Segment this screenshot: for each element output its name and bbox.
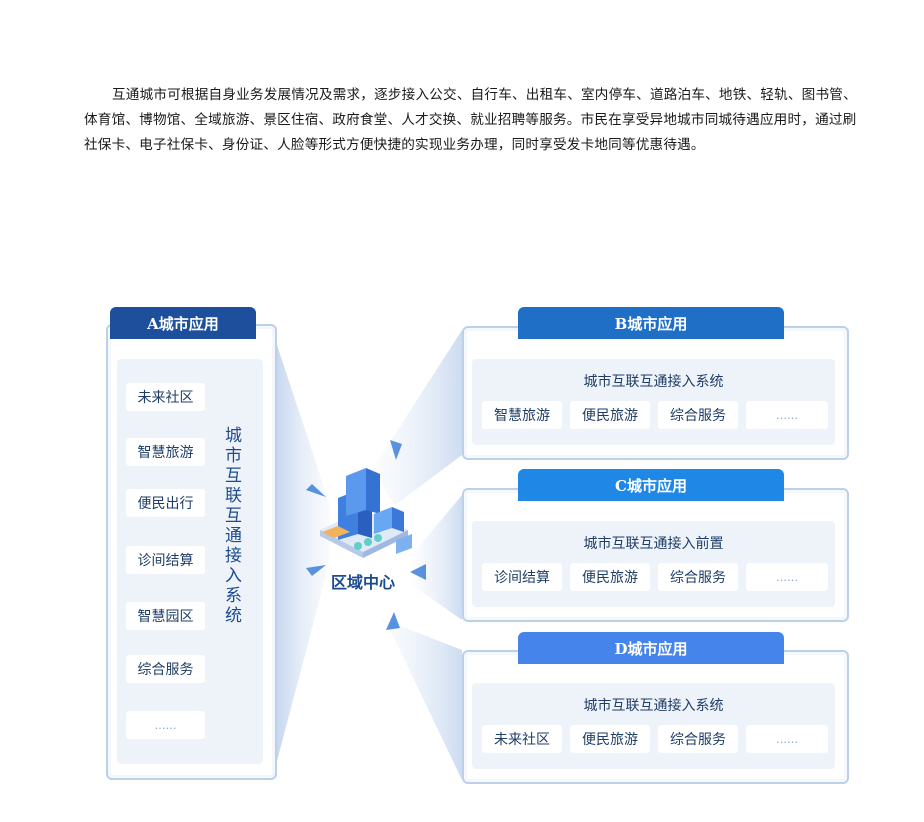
list-item: 便民旅游 [570, 563, 650, 591]
fan-c [412, 495, 462, 620]
building-icon [320, 468, 412, 558]
arrow-icon [386, 612, 400, 630]
list-item: 便民出行 [126, 489, 205, 517]
list-item: 综合服务 [658, 563, 738, 591]
panel-b-subtitle: 城市互联互通接入系统 [583, 374, 724, 390]
panel-a-vertical-label: 城市互联互通接入系统 [221, 426, 241, 626]
list-item: 诊间结算 [126, 546, 205, 574]
list-item: …… [746, 725, 828, 753]
list-item: …… [746, 401, 828, 429]
arrow-icon [306, 484, 326, 497]
fan-a [272, 330, 330, 780]
list-item: 诊间结算 [482, 563, 562, 591]
list-item: 综合服务 [658, 725, 738, 753]
panel-b-title: B城市应用 [518, 307, 784, 339]
panel-d-subtitle: 城市互联互通接入系统 [583, 698, 724, 714]
intro-paragraph: 互通城市可根据自身业务发展情况及需求，逐步接入公交、自行车、出租车、室内停车、道… [84, 87, 857, 153]
list-item: 便民旅游 [570, 401, 650, 429]
list-item: 便民旅游 [570, 725, 650, 753]
panel-c-title: C城市应用 [518, 469, 784, 501]
list-item: …… [126, 711, 205, 739]
panel-a-title: A城市应用 [110, 307, 256, 339]
panel-d-title: D城市应用 [518, 632, 784, 664]
list-item: 智慧园区 [126, 602, 205, 630]
list-item: 综合服务 [658, 401, 738, 429]
list-item: …… [746, 563, 828, 591]
list-item: 智慧旅游 [482, 401, 562, 429]
arrow-icon [390, 440, 402, 460]
fan-b [372, 330, 462, 505]
fan-d [380, 618, 462, 780]
list-item: 未来社区 [482, 725, 562, 753]
list-item: 智慧旅游 [126, 438, 205, 466]
arrow-icon [410, 564, 426, 580]
list-item: 未来社区 [126, 383, 205, 411]
center-label: 区域中心 [330, 573, 395, 592]
arrow-icon [306, 565, 326, 576]
list-item: 综合服务 [126, 655, 205, 683]
panel-c-subtitle: 城市互联互通接入前置 [583, 536, 724, 552]
